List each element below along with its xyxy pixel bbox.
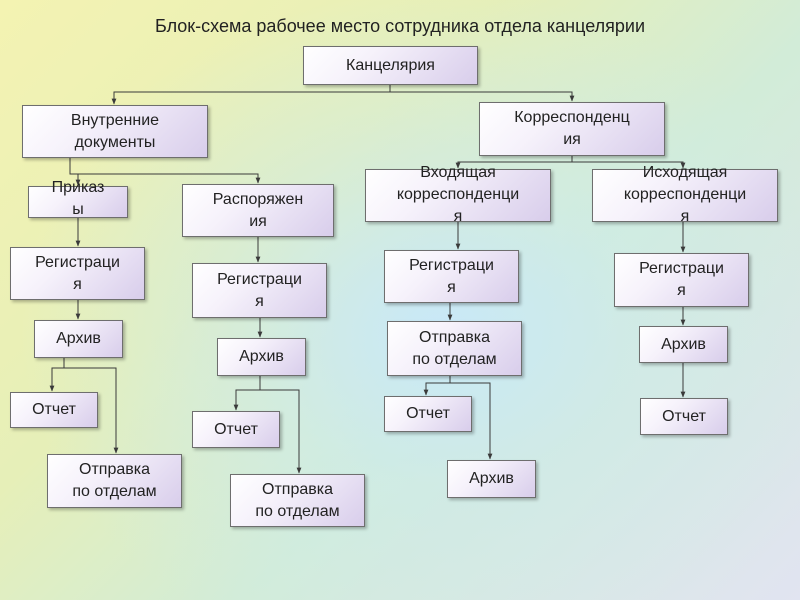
node-arhiv-3: Архив <box>447 460 536 498</box>
node-label: Отправка по отделам <box>255 480 340 520</box>
node-label: Входящая корреспонденци я <box>396 163 520 225</box>
link-arch1-otch1 <box>49 358 65 392</box>
node-ishodyaschaya: Исходящая корреспонденци я <box>592 164 778 225</box>
node-otchet-1: Отчет <box>10 392 98 428</box>
link-vnutr-rasp <box>78 173 261 184</box>
link-korr-vhod <box>455 156 573 169</box>
node-label: Канцелярия <box>346 56 435 74</box>
node-label: Регистраци я <box>409 256 494 296</box>
node-label: Архив <box>469 470 514 487</box>
node-registratsiya-4: Регистраци я <box>614 253 749 307</box>
node-label: Отчет <box>32 401 76 418</box>
node-label: Отчет <box>214 420 258 438</box>
node-otchet-3: Отчет <box>384 396 472 432</box>
link-korr-ishod <box>572 161 686 169</box>
link-kanc-korr <box>390 91 575 102</box>
link-kanc-vnutr <box>111 85 391 105</box>
node-otchet-4: Отчет <box>640 398 728 435</box>
node-label: Регистраци я <box>639 260 724 299</box>
node-label: Архив <box>56 330 101 347</box>
node-label: Регистраци я <box>35 253 120 293</box>
node-label: Приказ ы <box>51 179 105 218</box>
node-label: Отправка по отделам <box>72 461 157 500</box>
link-vnutr-prikaz <box>69 158 81 186</box>
node-vnutrennie-dokumenty: Внутренние документы <box>22 105 208 158</box>
node-registratsiya-2: Регистраци я <box>192 263 327 318</box>
node-rasporyazheniya: Распоряжен ия <box>182 184 334 237</box>
node-korrespondentsiya: Корреспонденц ия <box>479 102 665 156</box>
node-otpravka-2: Отправка по отделам <box>230 474 365 527</box>
node-arhiv-1: Архив <box>34 320 123 358</box>
node-registratsiya-3: Регистраци я <box>384 250 519 303</box>
node-label: Внутренние документы <box>70 111 160 151</box>
node-registratsiya-1: Регистраци я <box>10 247 145 300</box>
diagram-title: Блок-схема рабочее место сотрудника отде… <box>154 16 646 36</box>
node-otpravka-1: Отправка по отделам <box>47 454 182 508</box>
link-arch2-otpr2 <box>260 389 302 474</box>
node-label: Отправка по отделам <box>412 328 497 368</box>
node-label: Регистраци я <box>217 270 302 310</box>
node-vhodyaschaya: Входящая корреспонденци я <box>365 164 551 225</box>
node-otchet-2: Отчет <box>192 411 280 448</box>
node-label: Отчет <box>662 407 706 425</box>
node-arhiv-2: Архив <box>217 338 306 376</box>
link-arch2-otch2 <box>233 376 261 411</box>
link-arch1-otpr1 <box>64 367 119 454</box>
node-kantselyariya: Канцелярия <box>303 46 478 85</box>
node-label: Архив <box>661 335 706 353</box>
node-otpravka-3: Отправка по отделам <box>387 321 522 376</box>
node-label: Исходящая корреспонденци я <box>623 163 747 225</box>
link-otpr3-otch3 <box>423 376 451 396</box>
node-prikazy: Приказ ы <box>28 179 128 218</box>
node-arhiv-4: Архив <box>639 326 728 363</box>
node-label: Архив <box>239 348 284 365</box>
node-label: Распоряжен ия <box>212 190 304 230</box>
node-label: Отчет <box>406 405 450 422</box>
link-otpr3-arch3 <box>450 382 493 460</box>
node-label: Корреспонденц ия <box>514 109 630 148</box>
